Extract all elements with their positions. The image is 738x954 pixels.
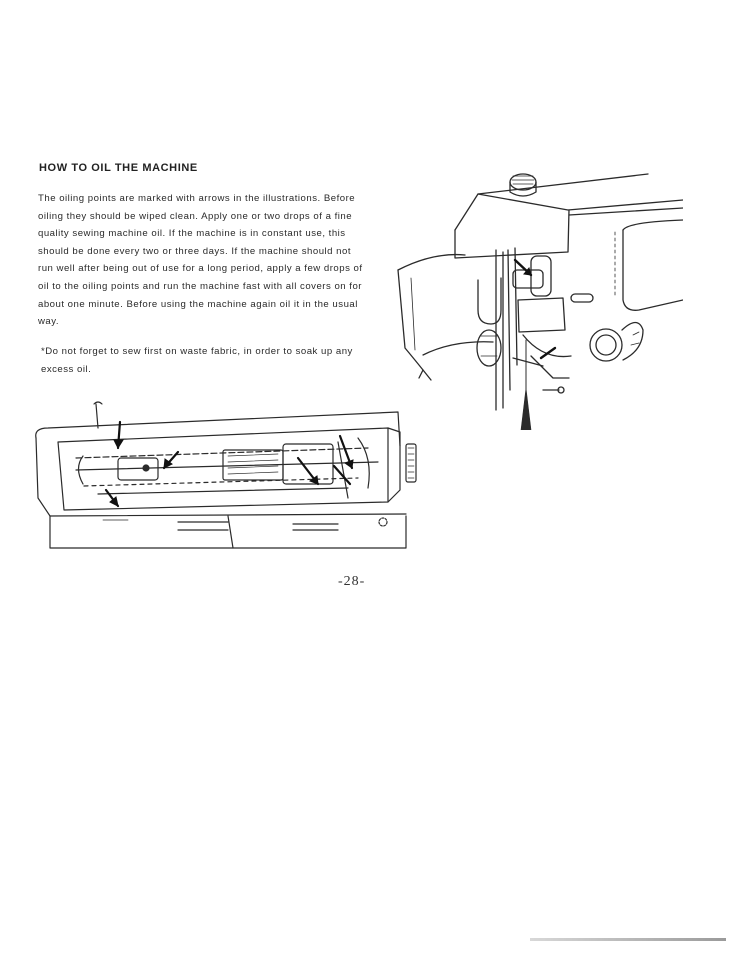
top-cover-illustration [35,401,417,549]
needle-bar-illustration [397,173,683,430]
scan-edge-shadow [530,938,726,941]
oiling-instructions: The oiling points are marked with arrows… [38,193,363,328]
page-title: HOW TO OIL THE MACHINE [39,162,198,174]
page-number: -28- [338,574,366,589]
waste-fabric-note: *Do not forget to sew first on waste fab… [41,346,353,375]
